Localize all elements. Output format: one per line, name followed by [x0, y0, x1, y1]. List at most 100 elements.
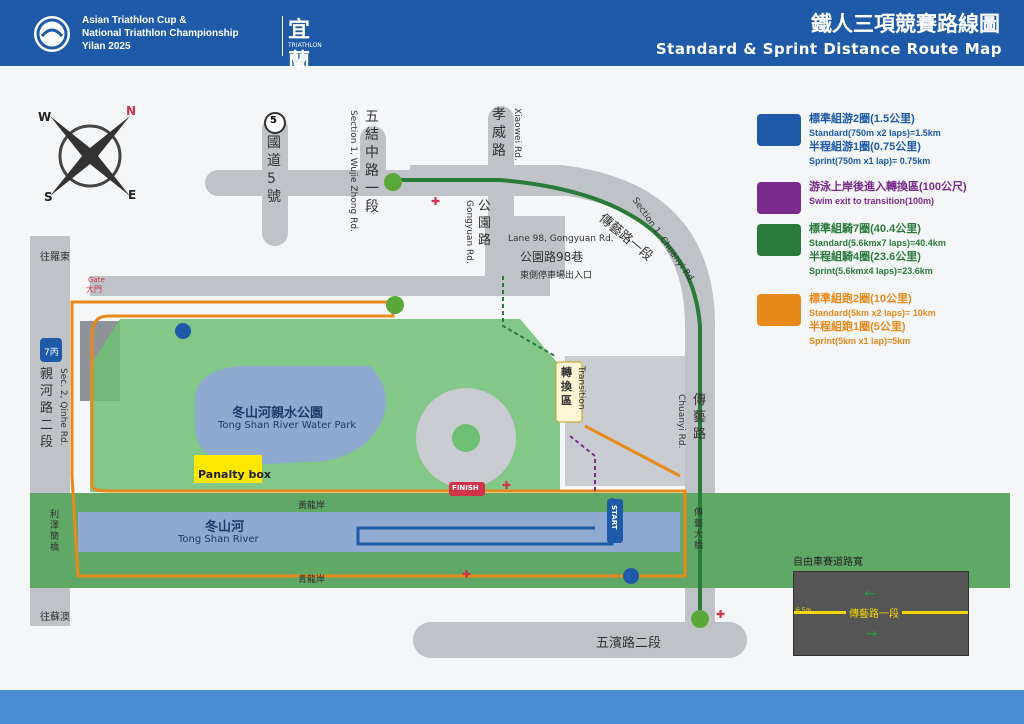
event-logo-icon [34, 16, 70, 52]
legend-exit-en: Swim exit to transition(100m) [809, 196, 935, 206]
chuanyi-road-zh: 傳藝路 [693, 393, 707, 442]
xiaowei-road-en: Xiaowei Rd. [512, 108, 522, 161]
qinhe-road-zh: 親河路二段 [40, 367, 54, 450]
xiaowei-road-zh: 孝威路 [492, 107, 506, 159]
lake [195, 366, 386, 466]
bike-lap-marker-park [386, 296, 404, 314]
legend-swim-en: Standard(750m x2 laps)=1.5km [809, 128, 941, 138]
start-label: START [610, 505, 618, 530]
brand-divider [282, 16, 283, 56]
water-station-icon [623, 568, 639, 584]
freeway-shield-icon [264, 112, 286, 134]
compass-e: E [128, 188, 137, 202]
penalty-box-label: Panalty box [198, 468, 271, 481]
lane-width-diagram: 傳藝路一段 6.5m ← → [793, 571, 969, 656]
freeway-5-road [262, 116, 288, 246]
parking-note: 東側停車場出入口 [520, 271, 593, 281]
finish-label: FINISH [452, 484, 479, 492]
chuanyi-bridge: 傳藝大橋 [694, 508, 704, 551]
compass-icon [50, 116, 130, 196]
freeway-name: 國道5號 [267, 135, 281, 205]
freeway-number: 5 [270, 115, 277, 126]
gongyuan-road-zh: 公園路 [478, 199, 492, 248]
city-sub: TRIATHLON [288, 42, 322, 49]
start-marker [607, 499, 623, 543]
lize-bridge: 利澤簡橋 [50, 510, 60, 553]
run-exit-icon [757, 182, 801, 214]
provincial-shield-icon [40, 338, 62, 362]
water-station-icon [175, 323, 191, 339]
legend-bike-en: Standard(5.6kmx7 laps)=40.4km [809, 238, 946, 248]
run-branch [584, 424, 681, 478]
legend-exit-zh: 游泳上岸後進入轉換區(100公尺) [809, 181, 967, 193]
legend-swim-zh: 標準組游2圈(1.5公里) [809, 113, 915, 125]
bike-lap-marker-north [384, 173, 402, 191]
finish-marker [449, 482, 485, 496]
swim-icon [757, 114, 801, 146]
run-route [70, 300, 687, 578]
legend-run-en: Standard(5km x2 laps)= 10km [809, 308, 936, 318]
transition-label-en: Transition [576, 366, 586, 410]
compass-s: S [44, 190, 53, 204]
river [78, 512, 680, 552]
to-luodong: 往羅東 [40, 252, 70, 263]
gongyuan-road-en: Gongyuan Rd. [464, 200, 474, 264]
footer-band [0, 690, 1024, 724]
lane-width-title: 自由車賽道路寬 [793, 557, 863, 568]
brand-line-1: Asian Triathlon Cup & [82, 15, 187, 26]
route-map: ✚ ✚ ✚ ✚ [30, 106, 1010, 658]
legend-bike-en2: Sprint(5.6kmx4 laps)=23.6km [809, 266, 933, 276]
park-name-zh: 冬山河親水公園 [232, 406, 324, 421]
chuanyi-road-en: Chuanyi Rd. [676, 394, 686, 449]
wujie-road-zh: 五結中路一段 [365, 109, 379, 215]
legend-run-en2: Sprint(5km x1 lap)=5km [809, 336, 911, 346]
wubin-road [413, 622, 747, 658]
plaza-center [452, 424, 480, 452]
brand-line-2: National Triathlon Championship [82, 28, 239, 39]
river-name-zh: 冬山河 [205, 520, 245, 535]
page-title: 鐵人三項競賽路線圖 [811, 12, 1000, 36]
gate-en: Gate [88, 276, 105, 284]
provincial-number: 7丙 [44, 348, 59, 358]
to-suao: 往蘇澳 [40, 612, 70, 623]
legend-swim-zh2: 半程組游1圈(0.75公里) [809, 141, 921, 153]
transition-label-bg [555, 361, 583, 423]
lane98-road-zh: 公園路98巷 [520, 250, 584, 264]
qinhe-road-en: Sec. 2, Qinhe Rd. [58, 368, 68, 446]
swim-exit-path [569, 435, 596, 494]
wubin-road-zh: 五濱路二段 [596, 636, 662, 651]
legend-swim-en2: Sprint(750m x1 lap)= 0.75km [809, 156, 931, 166]
bike-transition-path [502, 276, 556, 357]
first-aid-icon: ✚ [716, 608, 725, 621]
qinglong-bank: 青龍岸 [298, 575, 326, 585]
north-park-road [90, 276, 550, 296]
compass-w: W [38, 110, 52, 124]
wujie-road-en: Section 1, Wujie Zhong Rd. [348, 110, 358, 232]
compass-n: N [126, 104, 137, 118]
legend-run-zh: 標準組跑2圈(10公里) [809, 293, 912, 305]
legend-bike-zh: 標準組騎7圈(40.4公里) [809, 223, 921, 235]
arrow-left-icon: ← [864, 586, 876, 602]
gate-zh: 大門 [86, 285, 102, 294]
first-aid-icon: ✚ [462, 568, 471, 581]
bike-lap-marker-south [691, 610, 709, 628]
brand-line-3: Yilan 2025 [82, 41, 131, 52]
arrow-right-icon: → [866, 626, 878, 642]
header-banner: Asian Triathlon Cup & National Triathlon… [0, 0, 1024, 75]
first-aid-icon: ✚ [431, 195, 440, 208]
bike-icon [757, 224, 801, 256]
lane-width-value: 6.5m [796, 607, 812, 614]
penalty-box [194, 455, 262, 483]
bike-route [393, 178, 702, 618]
huanglong-bank: 黃龍岸 [298, 501, 326, 511]
lane98-road-en: Lane 98, Gongyuan Rd. [508, 234, 614, 244]
river-name-en: Tong Shan River [178, 534, 259, 545]
wujie-vertical-road [360, 126, 386, 196]
city-name: 宜蘭 [288, 17, 311, 75]
first-aid-icon: ✚ [502, 479, 511, 492]
page-subtitle: Standard & Sprint Distance Route Map [655, 40, 1002, 58]
transition-block [565, 356, 685, 486]
transition-label-zh: 轉換區 [561, 366, 572, 407]
run-icon [757, 294, 801, 326]
legend-run-zh2: 半程組跑1圈(5公里) [809, 321, 906, 333]
